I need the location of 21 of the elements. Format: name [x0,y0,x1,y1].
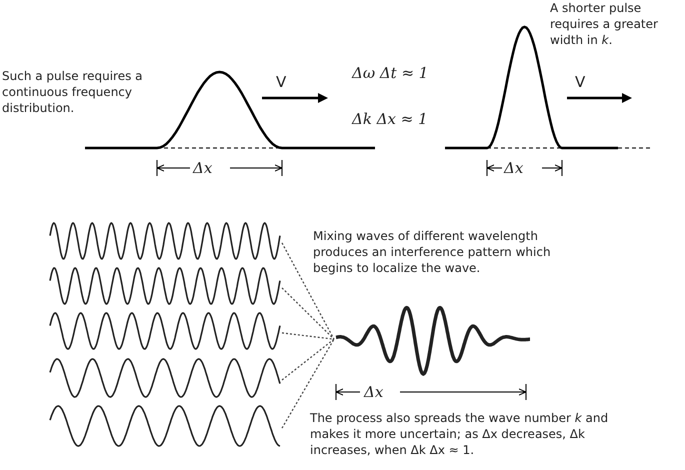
dimension-label: Δx [193,159,212,177]
note-text: Mixing waves of different wavelength produces an interference pattern which begins to localize the wave. [313,228,552,276]
sine-wave-drawing [50,358,280,398]
sine-wave-drawing [50,312,280,350]
dotted-line [282,338,334,380]
note-text: A shorter pulse requires a greater width in k. [550,0,659,48]
sine-wave-drawing [50,405,280,447]
velocity-label: V [276,74,286,90]
dotted-line [281,338,335,428]
dotted-line [282,287,334,340]
equation: Δω Δt ≈ 1 [352,64,428,82]
sine-wave-drawing [50,222,280,260]
note-text: Such a pulse requires a continuous frequency distribution. [2,68,144,116]
sine-wave-drawing [50,267,280,305]
equation: Δk Δx ≈ 1 [352,110,428,128]
dotted-line [282,332,334,340]
dotted-line [281,242,335,340]
dimension-label: Δx [364,383,384,401]
dimension-label: Δx [504,159,524,177]
velocity-label: V [575,74,586,90]
note-text: The process also spreads the wave number k and makes it more uncertain; as Δx decreases, Δk increases, when Δk Δx ≈ 1. [310,410,610,458]
